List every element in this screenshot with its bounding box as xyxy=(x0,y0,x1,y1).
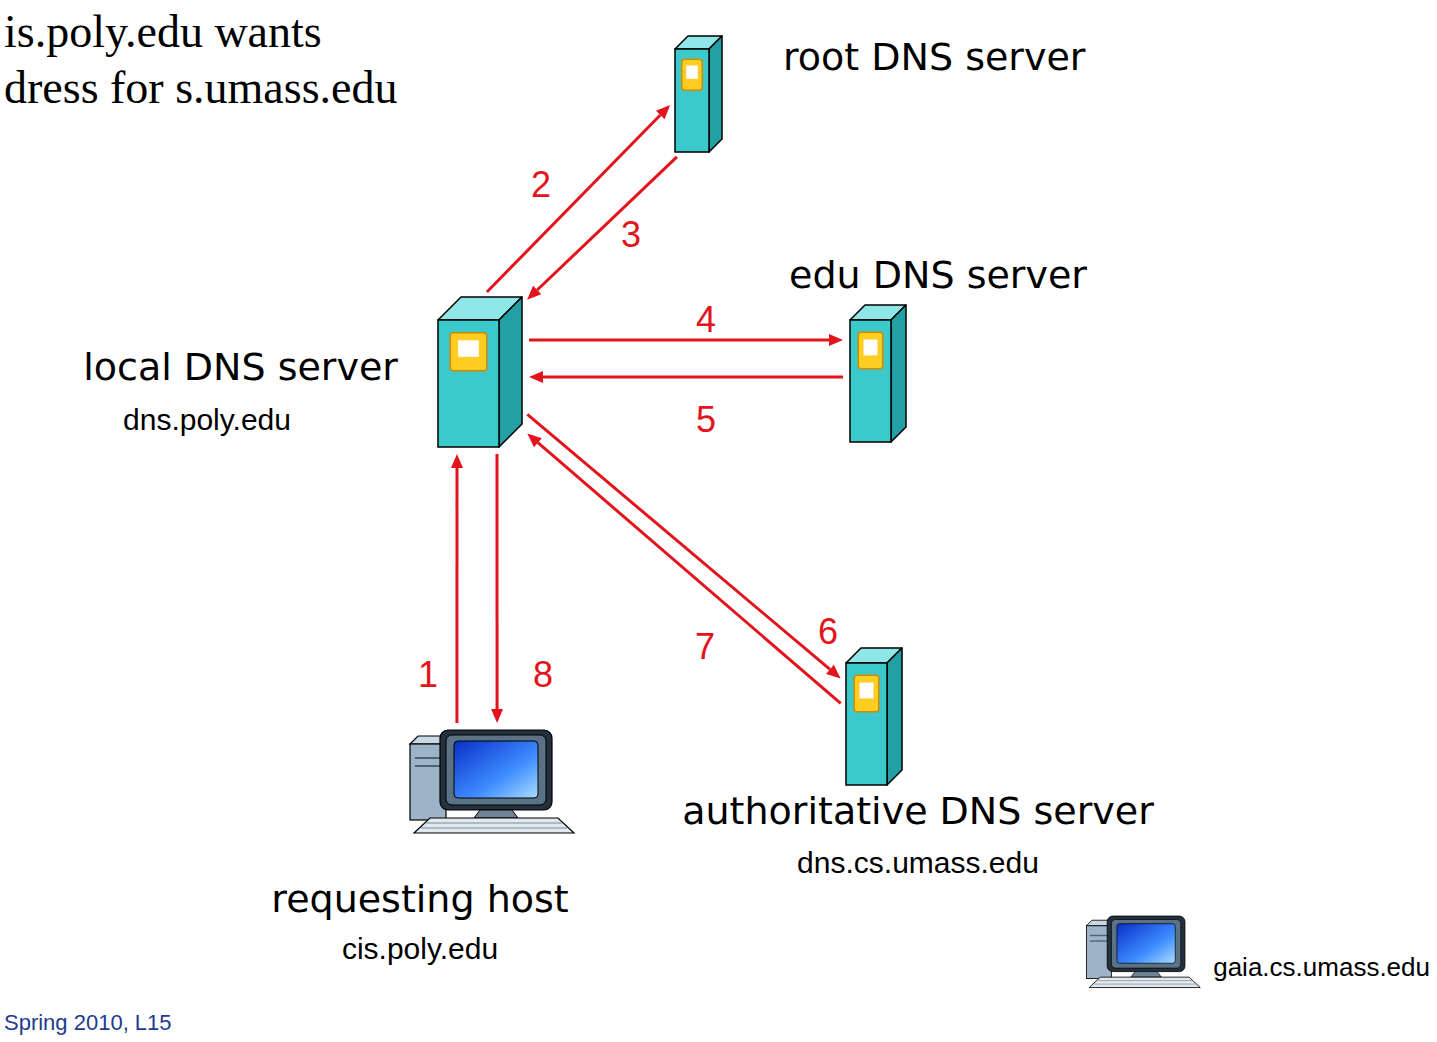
keyboard xyxy=(1089,977,1200,987)
server-side xyxy=(887,648,902,785)
server-node: local DNS serverdns.poly.edu xyxy=(438,297,522,447)
step-number: 7 xyxy=(695,626,715,667)
keyboard-row xyxy=(1098,980,1192,981)
step-number: 8 xyxy=(533,654,553,695)
host-role: requesting host xyxy=(271,878,568,922)
connector-arrow xyxy=(529,334,843,346)
server-node: authoritative DNS serverdns.cs.umass.edu xyxy=(846,648,902,785)
server-node: edu DNS server xyxy=(850,305,906,442)
arrowhead xyxy=(829,334,843,346)
server-panel xyxy=(854,675,879,712)
connector-arrow xyxy=(527,157,677,300)
server-icon xyxy=(675,36,722,152)
server-front xyxy=(850,320,891,442)
connector-arrow xyxy=(487,105,670,292)
server-front xyxy=(675,49,709,152)
computer-node: gaia.cs.umass.edu xyxy=(1085,900,1203,1005)
host-name: dns.cs.umass.edu xyxy=(797,846,1039,881)
keyboard-row xyxy=(426,823,562,824)
arrowhead xyxy=(656,105,670,119)
keyboard-row xyxy=(1094,984,1195,985)
server-panel xyxy=(858,332,883,369)
arrowhead xyxy=(826,665,841,679)
server-name: edu DNS server xyxy=(789,254,1087,298)
monitor-screen xyxy=(1117,924,1175,964)
monitor-back xyxy=(1107,916,1185,972)
server-window xyxy=(686,65,698,78)
server-name: local DNS server xyxy=(83,346,398,390)
server-side xyxy=(709,36,722,152)
server-panel xyxy=(450,333,487,371)
tower-slot xyxy=(415,757,441,759)
server-name: root DNS server xyxy=(783,36,1085,80)
server-icon xyxy=(438,297,522,447)
computer-node: requesting hostcis.poly.edu xyxy=(408,730,578,835)
arrowhead xyxy=(451,454,463,468)
server-node: root DNS server xyxy=(675,36,722,152)
step-number: 3 xyxy=(621,214,641,255)
tower-slot xyxy=(1090,935,1108,936)
keyboard-row xyxy=(421,828,567,829)
monitor-bezel xyxy=(1112,920,1181,969)
step-number: 6 xyxy=(818,611,838,652)
connector-line xyxy=(529,338,829,341)
step-number: 5 xyxy=(696,399,716,440)
arrowhead xyxy=(529,371,543,383)
monitor-screen xyxy=(454,741,538,798)
server-window xyxy=(860,683,874,699)
connector-arrow xyxy=(527,434,840,704)
slide-footer: Spring 2010, L15 xyxy=(4,1010,172,1036)
connector-line xyxy=(527,414,830,669)
connector-arrow xyxy=(451,454,463,723)
server-front xyxy=(846,663,887,785)
connector-line xyxy=(487,115,660,292)
monitor-back xyxy=(440,730,552,810)
monitor-stand xyxy=(474,810,518,818)
connector-arrow xyxy=(529,371,843,383)
connector-line xyxy=(495,454,498,709)
connector-line xyxy=(455,468,458,723)
computer-icon xyxy=(408,730,578,835)
connector-arrow xyxy=(491,454,503,723)
tower-slot xyxy=(1090,940,1108,941)
host-name: gaia.cs.umass.edu xyxy=(1213,953,1430,983)
tower-slot xyxy=(415,765,441,767)
server-side xyxy=(499,297,522,447)
slide-heading: is.poly.edu wants dress for s.umass.edu xyxy=(4,4,404,116)
host-name: dns.poly.edu xyxy=(123,403,291,438)
arrowhead xyxy=(527,286,541,300)
arrowhead xyxy=(491,709,503,723)
connector-arrow xyxy=(527,414,840,678)
server-icon xyxy=(846,648,902,785)
arrowhead xyxy=(527,434,542,448)
server-panel xyxy=(682,59,702,90)
step-number: 4 xyxy=(696,299,716,340)
server-window xyxy=(458,340,479,357)
step-number: 1 xyxy=(418,654,438,695)
monitor-stand xyxy=(1131,972,1162,978)
monitor-bezel xyxy=(446,735,546,805)
connector-line xyxy=(537,157,677,290)
connector-line xyxy=(543,375,843,378)
server-side xyxy=(891,305,906,442)
server-icon xyxy=(850,305,906,442)
server-window xyxy=(864,340,878,356)
keyboard xyxy=(414,818,574,833)
server-name: authoritative DNS server xyxy=(682,790,1154,834)
connector-line xyxy=(538,443,841,704)
server-front xyxy=(438,320,499,447)
computer-icon xyxy=(1085,900,1203,1005)
host-name: cis.poly.edu xyxy=(342,932,498,967)
step-number: 2 xyxy=(531,164,551,205)
